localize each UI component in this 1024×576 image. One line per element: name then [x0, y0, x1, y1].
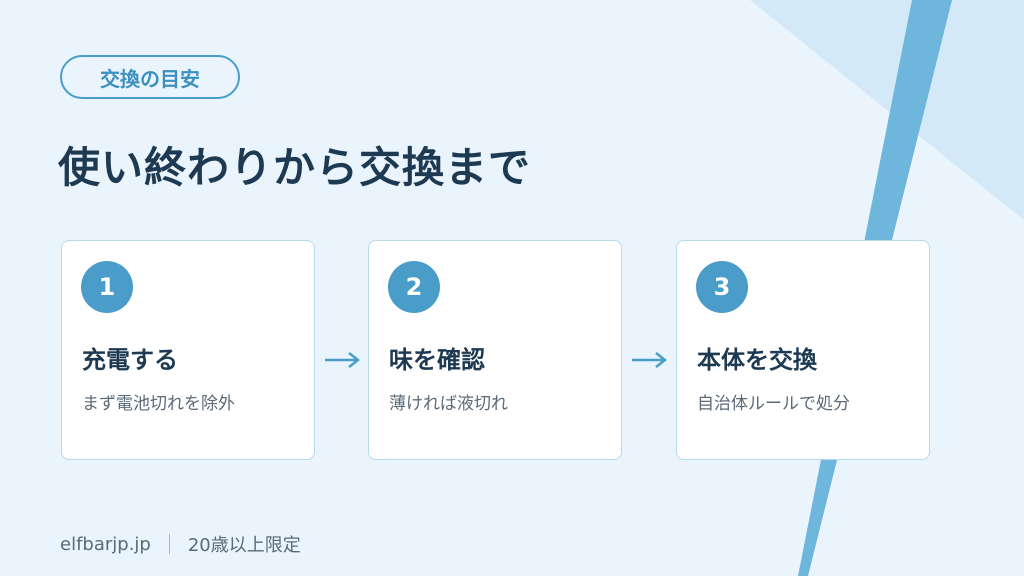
step-title-2: 味を確認 [389, 346, 485, 374]
footer-divider [168, 534, 170, 554]
page-title: 使い終わりから交換まで [58, 143, 532, 192]
arrow-right-icon [325, 352, 361, 368]
step-description-3: 自治体ルールで処分 [697, 394, 850, 414]
background-diagonal-panel [750, 0, 1024, 220]
step-title-3: 本体を交換 [697, 346, 817, 374]
step-card-1: 1 充電する まず電池切れを除外 [61, 240, 315, 460]
step-number-3: 3 [696, 261, 748, 313]
step-card-3: 3 本体を交換 自治体ルールで処分 [676, 240, 930, 460]
step-description-1: まず電池切れを除外 [82, 394, 235, 414]
footer-age-limit: 20歳以上限定 [187, 535, 301, 556]
arrow-right-icon [632, 352, 668, 368]
step-description-2: 薄ければ液切れ [389, 394, 508, 414]
footer: elfbarjp.jp 20歳以上限定 [60, 531, 301, 557]
footer-site: elfbarjp.jp [60, 533, 151, 555]
step-title-1: 充電する [82, 346, 178, 374]
step-number-2: 2 [388, 261, 440, 313]
step-number-1: 1 [81, 261, 133, 313]
step-card-2: 2 味を確認 薄ければ液切れ [368, 240, 622, 460]
section-badge: 交換の目安 [60, 55, 240, 99]
